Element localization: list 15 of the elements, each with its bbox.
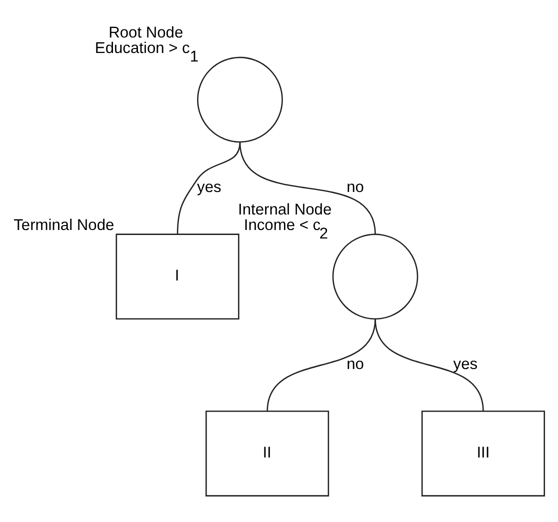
edge-label: no — [346, 179, 364, 196]
node-label: Internal Node — [238, 201, 332, 218]
node-circle — [197, 56, 283, 143]
connector — [176, 142, 241, 234]
edge-label: yes — [453, 356, 478, 374]
node-box: I — [116, 234, 240, 320]
node-circle — [332, 234, 418, 320]
connector — [239, 142, 376, 234]
node-box: II — [206, 410, 330, 496]
connector — [374, 318, 484, 412]
node-box: III — [421, 410, 546, 496]
edge-label: yes — [197, 179, 222, 196]
edge-label: no — [346, 356, 364, 374]
node-label: Terminal Node — [14, 216, 114, 234]
node-label: Root Node — [108, 24, 184, 42]
